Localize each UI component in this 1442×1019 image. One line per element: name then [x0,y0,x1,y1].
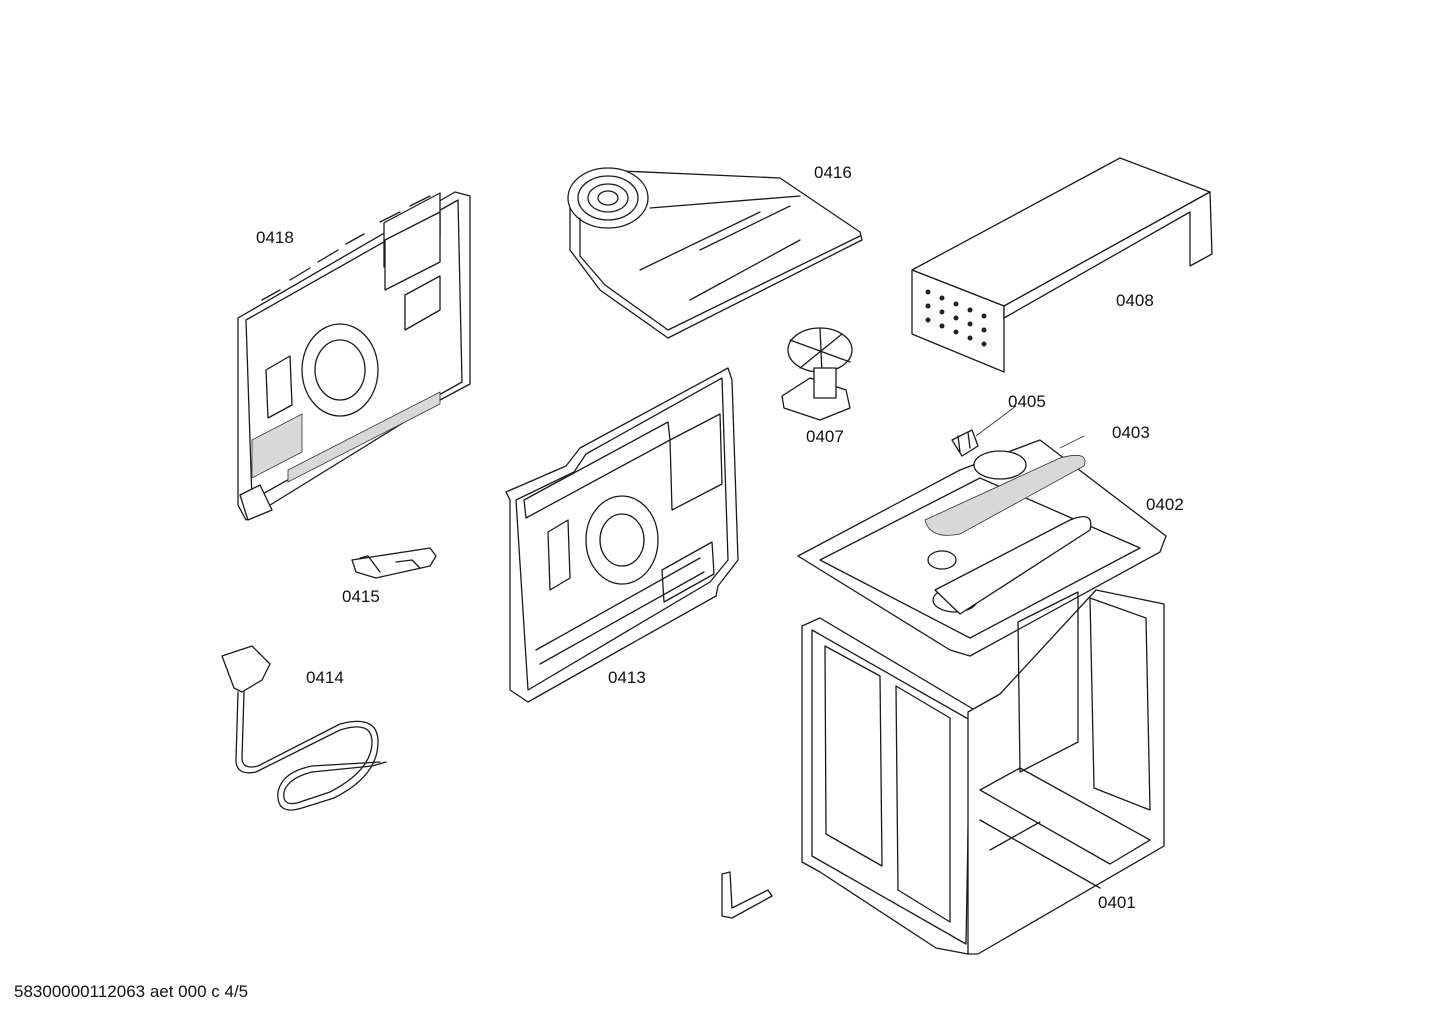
part-0405-clip [951,429,979,457]
part-0413-inner-rear-wall [505,367,739,703]
label-0407: 0407 [806,427,844,446]
part-0418-rear-panel [237,191,471,521]
part-0415-switch [351,547,437,579]
label-0403: 0403 [1112,423,1150,442]
part-0407-fan-motor [781,327,853,421]
label-0414: 0414 [306,668,344,687]
part-0402-top-plate [797,439,1167,657]
part-0416-fan-duct [567,167,863,339]
part-0403-gasket [924,454,1086,536]
label-0418: 0418 [256,228,294,247]
label-0401: 0401 [1098,893,1136,912]
angle-bracket [721,871,773,919]
part-0414-mains-cable [221,645,387,811]
leader-lines [975,405,1085,449]
label-0402: 0402 [1146,495,1184,514]
document-code: 58300000112063 aet 000 c 4/5 [14,982,249,1001]
label-0413: 0413 [608,668,646,687]
label-0408: 0408 [1116,291,1154,310]
label-0405: 0405 [1008,392,1046,411]
part-0408-cover-bracket [911,157,1213,373]
label-0416: 0416 [814,163,852,182]
part-0401-oven-frame [801,589,1165,955]
label-0415: 0415 [342,587,380,606]
